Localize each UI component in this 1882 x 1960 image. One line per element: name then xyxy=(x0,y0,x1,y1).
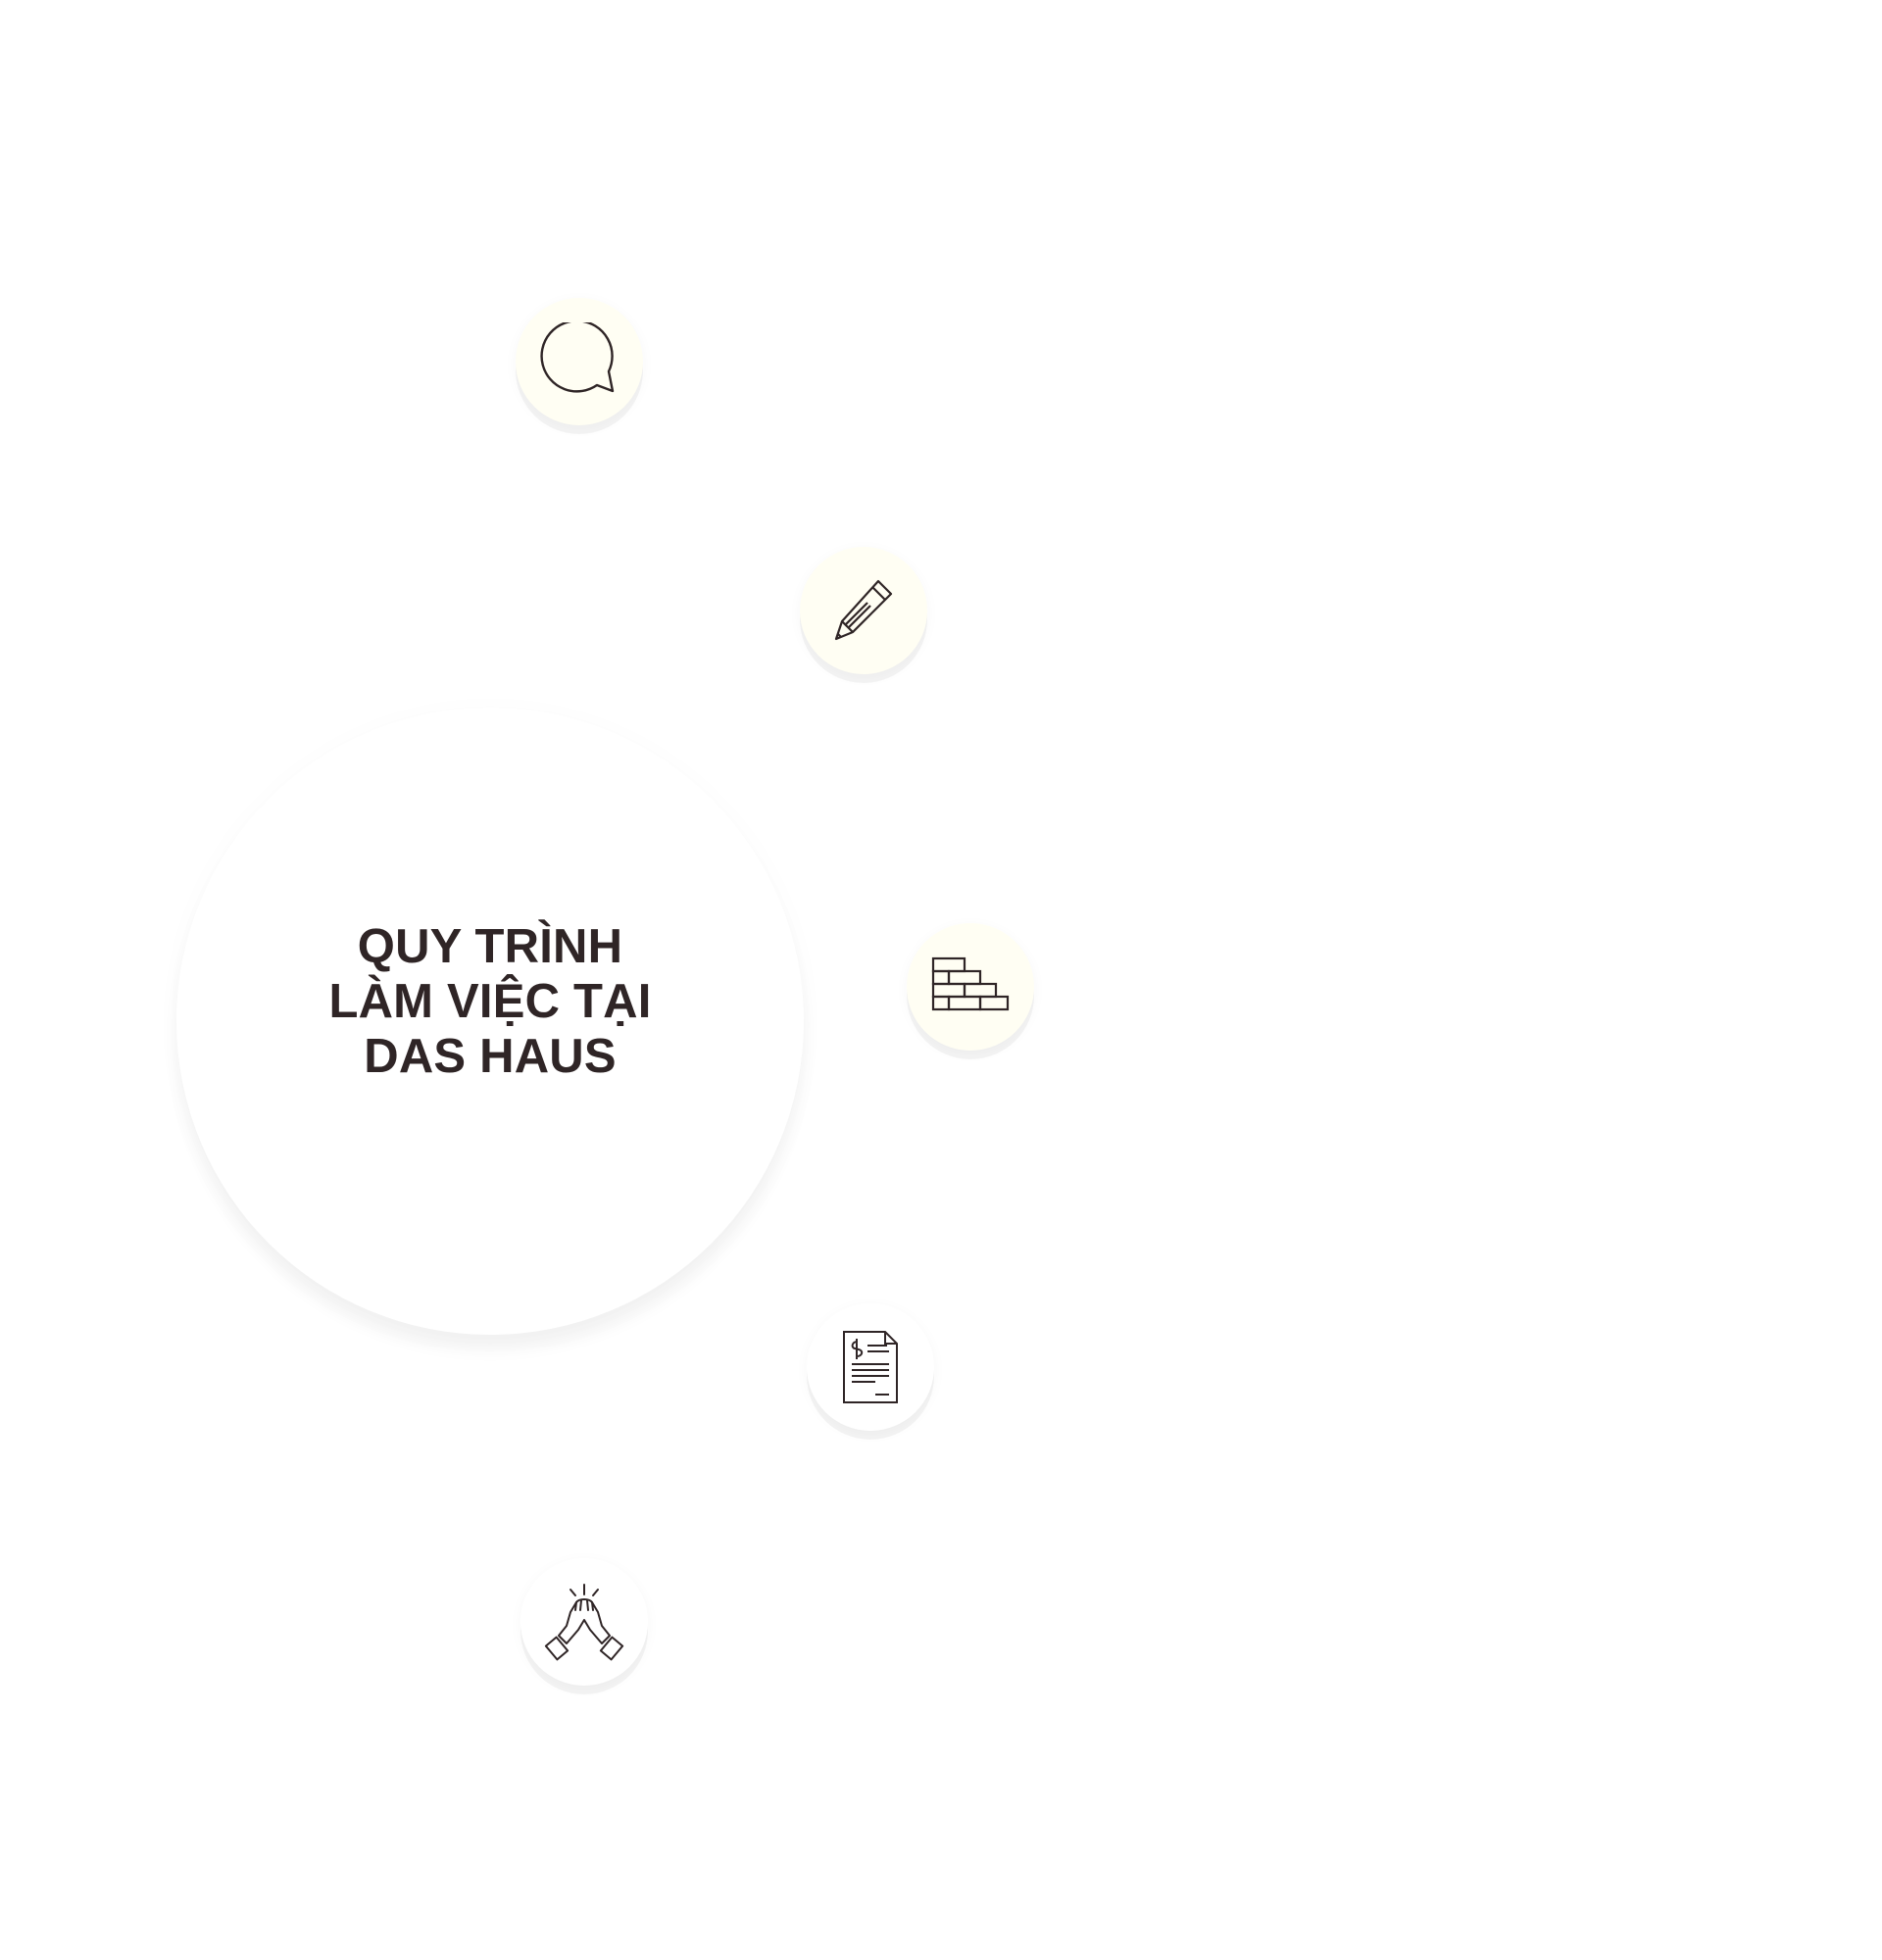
process-title: QUY TRÌNH LÀM VIỆC TẠI DAS HAUS xyxy=(294,919,686,1084)
step-consultation[interactable] xyxy=(516,298,643,425)
process-hub-circle xyxy=(176,708,804,1335)
handshake-icon xyxy=(544,1584,624,1661)
invoice-document-icon xyxy=(843,1331,898,1403)
speech-bubble-icon xyxy=(540,322,615,393)
brick-wall-icon xyxy=(931,956,1010,1011)
process-title-line-2: LÀM VIỆC TẠI xyxy=(328,975,652,1028)
process-title-line-3: DAS HAUS xyxy=(364,1030,617,1083)
step-handover[interactable] xyxy=(520,1558,648,1686)
step-design[interactable] xyxy=(800,547,927,674)
process-title-line-1: QUY TRÌNH xyxy=(357,920,623,973)
step-quotation[interactable] xyxy=(807,1303,934,1431)
step-construction[interactable] xyxy=(907,923,1034,1051)
pencil-icon xyxy=(834,579,893,641)
